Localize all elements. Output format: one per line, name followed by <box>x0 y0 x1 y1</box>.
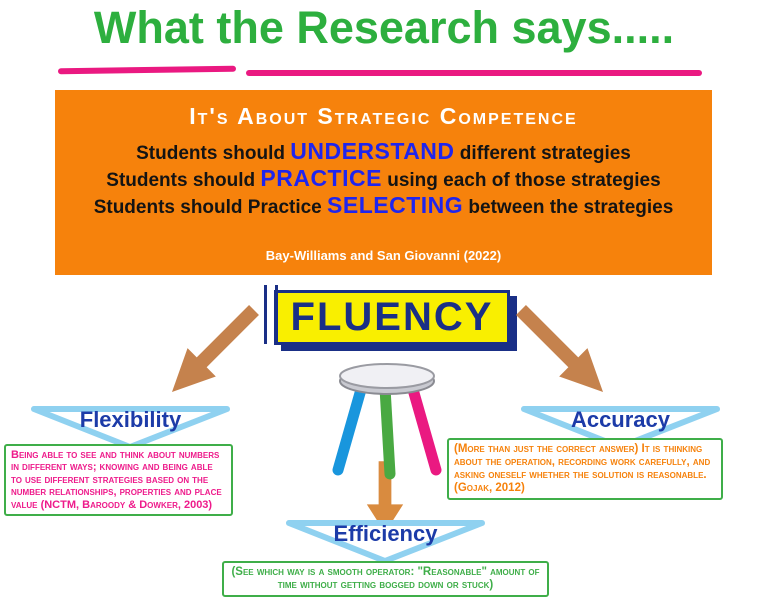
research-line-practice: Students should PRACTICE using each of t… <box>55 166 712 193</box>
accuracy-label: Accuracy <box>570 407 671 432</box>
research-line-understand: Students should UNDERSTAND different str… <box>55 139 712 166</box>
keyword-selecting: SELECTING <box>327 192 464 218</box>
research-lines: Students should UNDERSTAND different str… <box>55 139 712 220</box>
efficiency-description: (See which way is a smooth operator: "Re… <box>222 561 549 597</box>
keyword-practice: PRACTICE <box>260 165 382 191</box>
left-arrow-icon <box>155 293 271 409</box>
flexibility-label: Flexibility <box>79 407 182 432</box>
flexibility-triangle-icon <box>28 404 233 452</box>
keyword-understand: UNDERSTAND <box>290 138 455 164</box>
right-arrow-icon <box>504 293 620 409</box>
stool-icon <box>312 358 462 482</box>
title-underline-right <box>246 70 702 76</box>
flexibility-description: Being able to see and think about number… <box>4 444 233 517</box>
line-pre: Students should <box>136 143 291 164</box>
research-citation: Bay-Williams and San Giovanni (2022) <box>265 248 502 263</box>
accuracy-triangle-icon <box>518 404 723 452</box>
research-line-selecting: Students should Practice SELECTING betwe… <box>55 193 712 220</box>
line-post: between the strategies <box>463 197 674 218</box>
fluency-box: FLUENCY <box>264 285 510 345</box>
fluency-label: FLUENCY <box>290 295 494 339</box>
research-heading: It's About Strategic Competence <box>189 103 578 129</box>
page-title: What the Research says..... <box>93 2 675 53</box>
line-pre: Students should <box>106 170 261 191</box>
down-arrow-icon <box>365 460 405 534</box>
research-box: It's About Strategic Competence Students… <box>55 90 712 275</box>
line-post: different strategies <box>454 143 631 164</box>
efficiency-label: Efficiency <box>333 521 438 546</box>
line-pre: Students should Practice <box>93 197 328 218</box>
line-post: using each of those strategies <box>381 170 661 191</box>
efficiency-triangle-icon <box>283 518 488 566</box>
title-underline-left <box>57 65 237 75</box>
accuracy-description: (More than just the correct answer) It i… <box>447 438 723 500</box>
